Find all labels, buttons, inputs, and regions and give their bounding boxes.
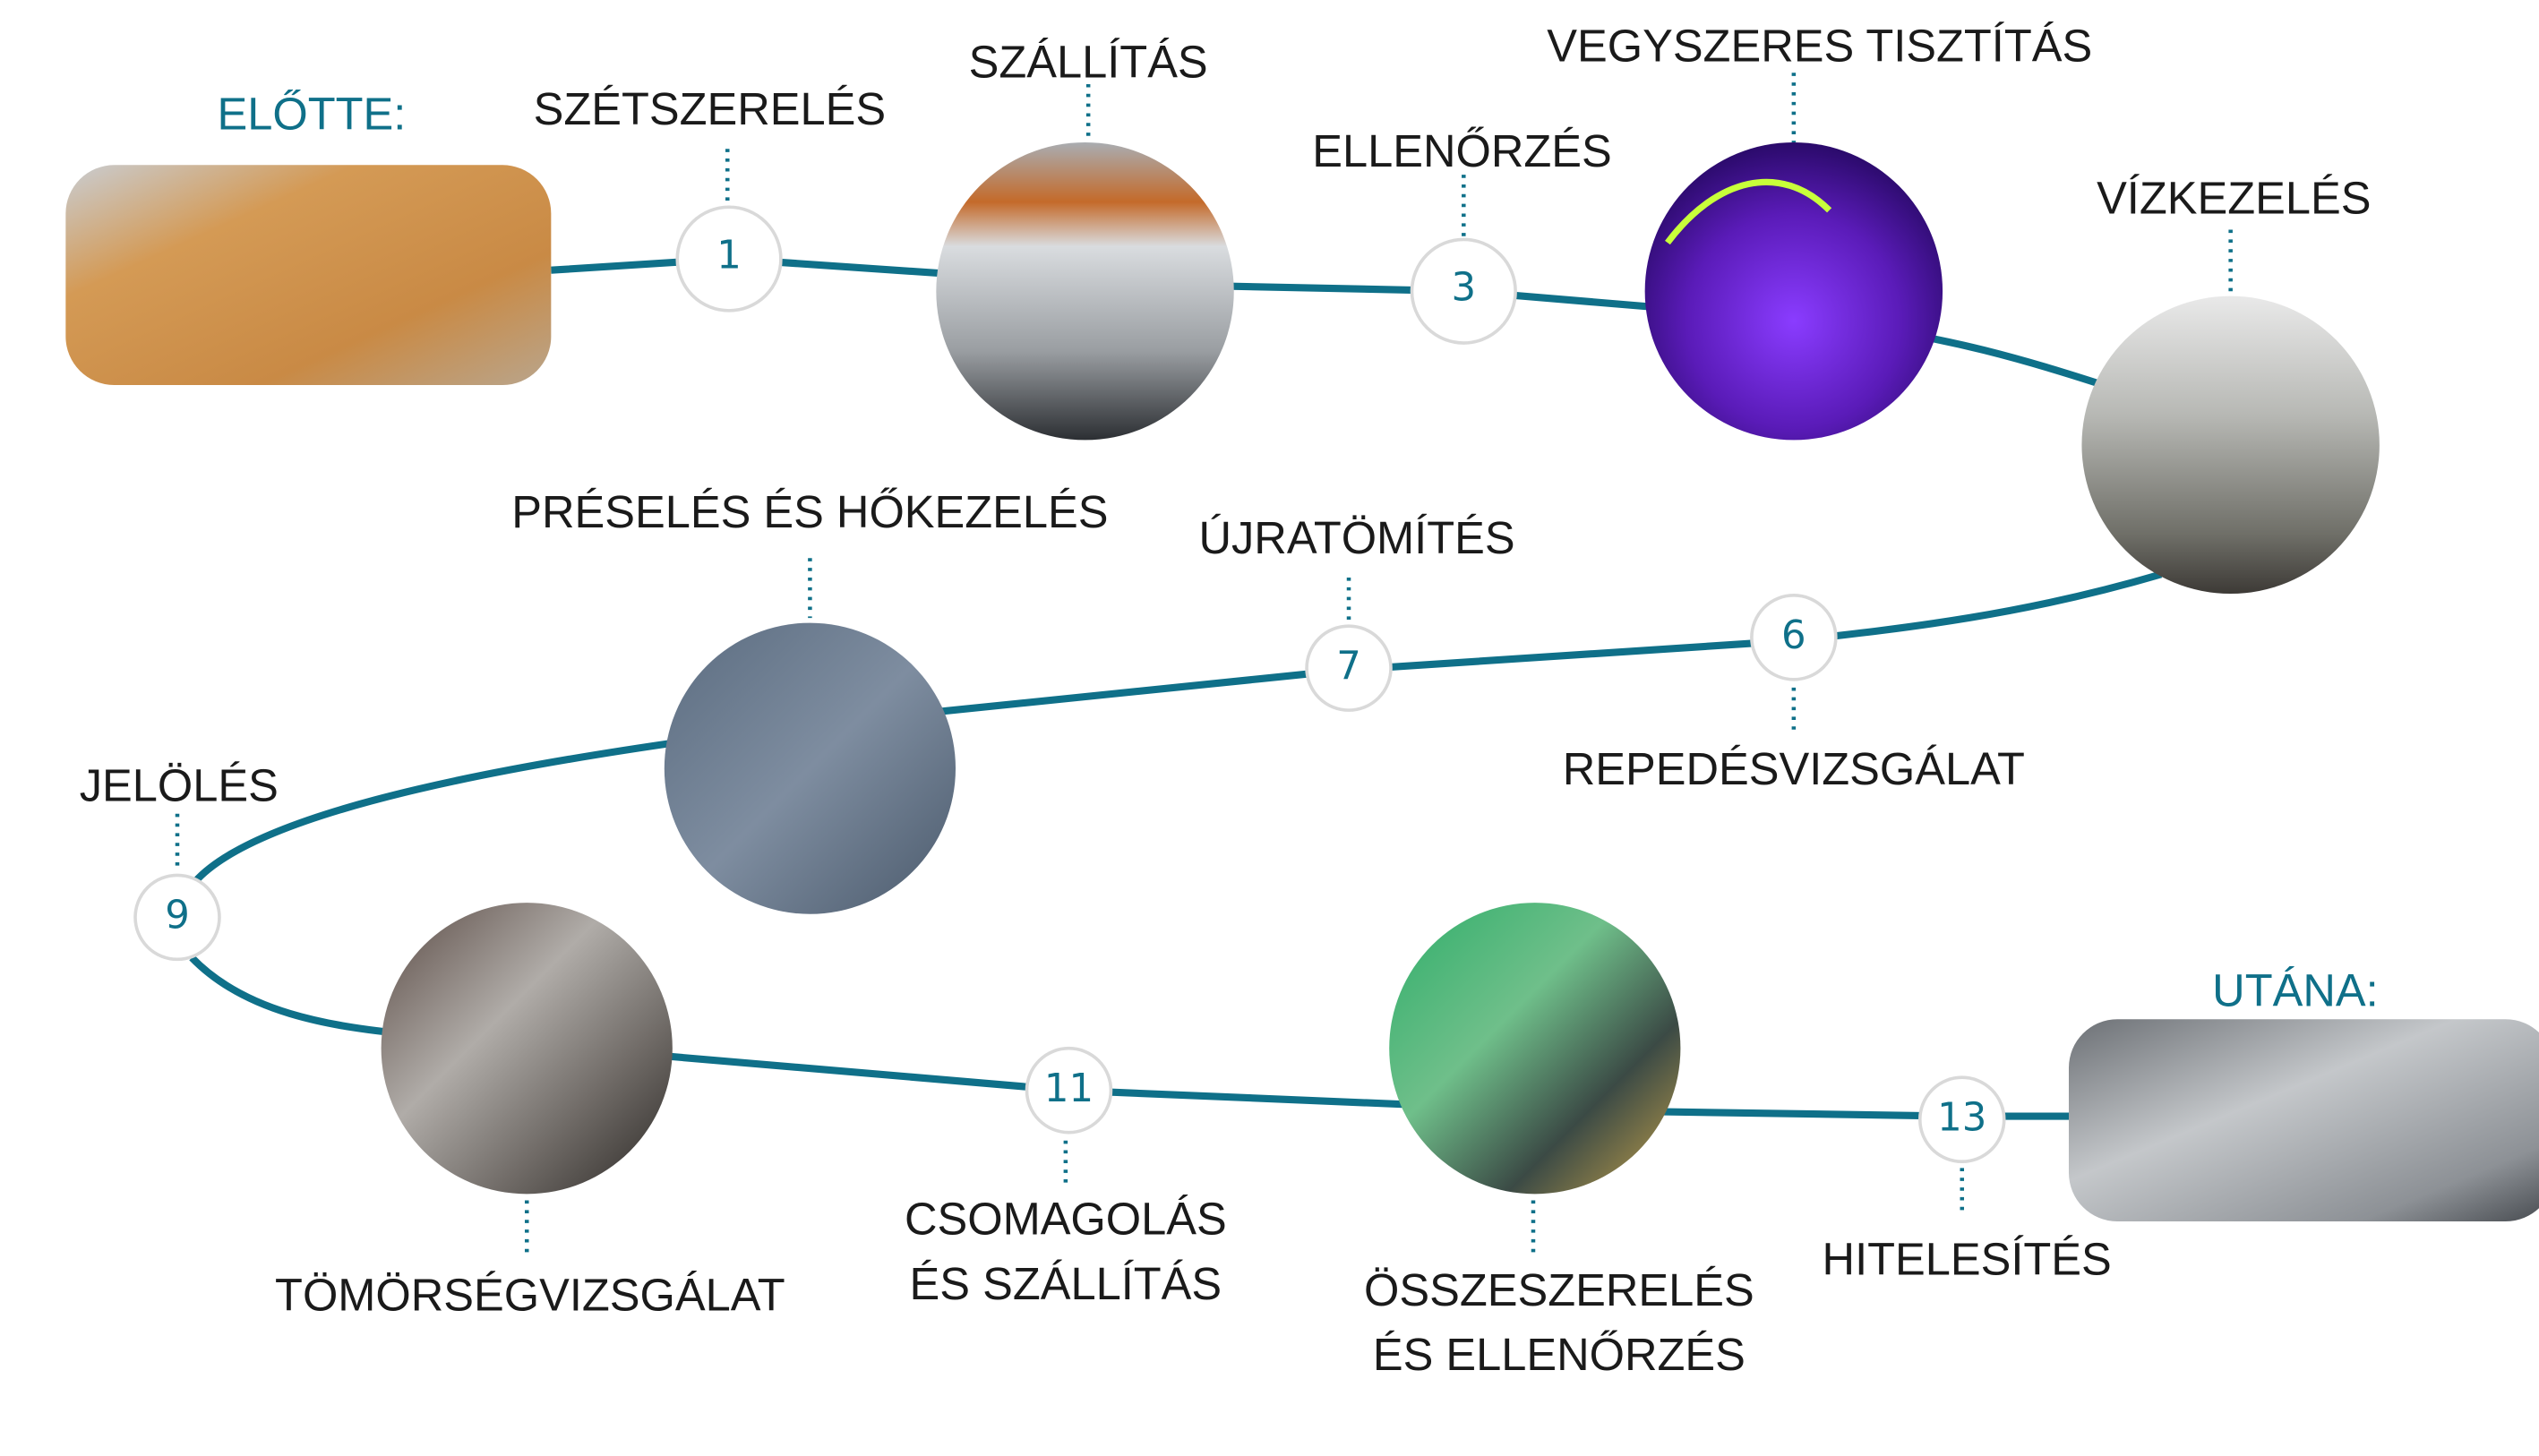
step-label-marking: JELÖLÉS [80, 759, 279, 810]
photo-transport [936, 141, 1234, 441]
step-label-packaging-line2: ÉS SZÁLLÍTÁS [910, 1258, 1222, 1309]
before-label: ELŐTTE: [218, 89, 407, 140]
step-node-11: 11 [1025, 1046, 1113, 1135]
step-label-chemical-cleaning: VEGYSZERES TISZTÍTÁS [1547, 21, 2092, 72]
step-node-3: 3 [1410, 237, 1517, 345]
step-label-pressing: PRÉSELÉS ÉS HŐKEZELÉS [511, 486, 1108, 537]
step-label-tightness-test: TÖMÖRSÉGVIZSGÁLAT [275, 1269, 785, 1320]
photo-chemical-cleaning [1644, 141, 1943, 441]
step-number: 13 [1937, 1095, 1986, 1140]
step-number: 11 [1044, 1066, 1094, 1111]
photo-tightness-test [381, 903, 673, 1195]
step-label-packaging-line1: CSOMAGOLÁS [905, 1193, 1227, 1244]
before-photo [65, 165, 552, 385]
step-number: 7 [1336, 644, 1361, 689]
photo-water-treatment [2081, 295, 2380, 595]
step-label-inspection: ELLENŐRZÉS [1312, 125, 1611, 176]
photo-detail-gasket [1665, 178, 1832, 245]
after-label: UTÁNA: [2212, 965, 2378, 1016]
step-node-7: 7 [1305, 624, 1393, 712]
step-number: 9 [165, 894, 190, 938]
step-node-9: 9 [133, 873, 221, 962]
step-number: 3 [1452, 266, 1477, 311]
step-number: 6 [1781, 613, 1806, 658]
step-node-13: 13 [1917, 1075, 2006, 1163]
step-number: 1 [716, 233, 742, 278]
step-label-assembly-line2: ÉS ELLENŐRZÉS [1373, 1329, 1746, 1380]
step-node-1: 1 [675, 205, 783, 313]
step-label-water-treatment: VÍZKEZELÉS [2097, 172, 2371, 223]
step-label-assembly-line1: ÖSSZESZERELÉS [1364, 1264, 1754, 1315]
photo-assembly [1389, 903, 1681, 1195]
after-photo [2069, 1019, 2539, 1222]
step-label-transport: SZÁLLÍTÁS [969, 37, 1208, 88]
photo-pressing [664, 622, 956, 914]
step-label-disassembly: SZÉTSZERELÉS [534, 83, 887, 134]
step-node-6: 6 [1750, 594, 1838, 681]
step-label-regasketing: ÚJRATÖMÍTÉS [1199, 512, 1515, 563]
step-label-crack-test: REPEDÉSVIZSGÁLAT [1563, 743, 2025, 794]
step-label-certification: HITELESÍTÉS [1823, 1234, 2112, 1285]
